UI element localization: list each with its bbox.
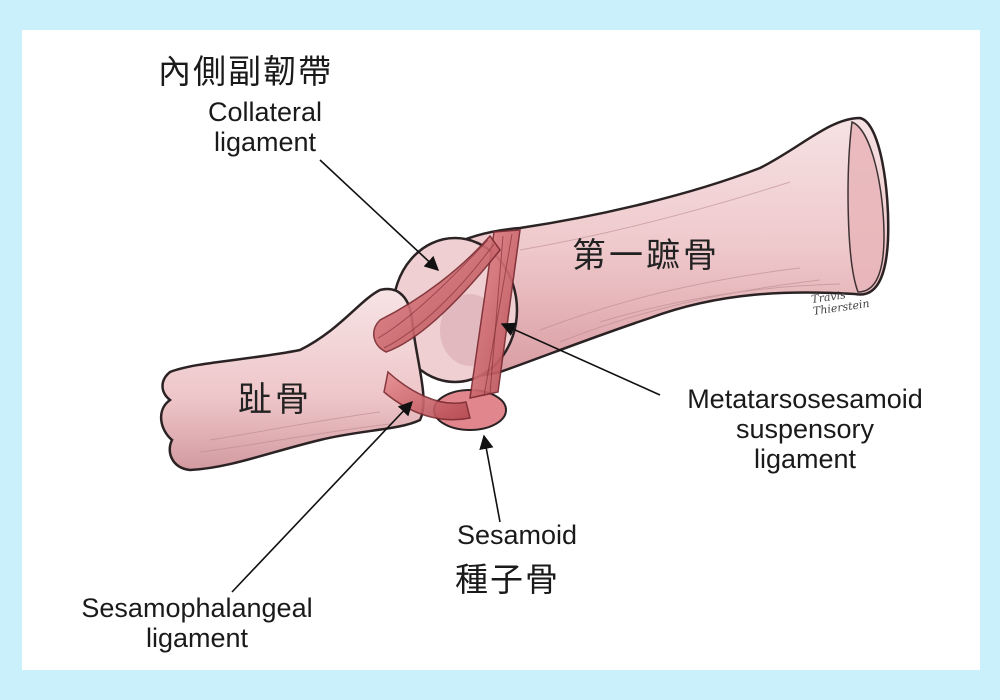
suspensory-ligament-label: Metatarsosesamoid suspensory ligament — [655, 384, 955, 475]
sesamophalangeal-pointer — [231, 400, 413, 593]
sesamoid-zh-label: 種子骨 — [455, 560, 560, 599]
first-metatarsal-label: 第一蹠骨 — [572, 236, 720, 276]
sesamoid-en-label: Sesamoid — [456, 520, 578, 550]
phalanx-shading — [199, 411, 391, 453]
suspensory-label-line1: Metatarsosesamoid — [687, 384, 923, 414]
sesamophalangeal-label-line1: Sesamophalangeal — [81, 593, 313, 623]
collateral-pointer — [319, 159, 440, 271]
metatarsal-shading — [519, 181, 841, 343]
metatarsal-base-end — [847, 120, 885, 293]
collateral-ligament-zh-label: 內側副韌帶 — [158, 52, 333, 91]
collateral-label-line2: ligament — [213, 127, 317, 158]
phalanx-label: 趾骨 — [238, 380, 312, 420]
sesamoid-pointer — [479, 434, 501, 523]
proximal-phalanx-bone — [160, 287, 425, 472]
collateral-ligament-en-label: Collateral ligament — [190, 97, 340, 157]
collateral-ligament — [373, 234, 501, 353]
suspensory-label-line3: ligament — [753, 444, 857, 475]
suspensory-pointer — [500, 322, 661, 396]
suspensory-label-line2: suspensory — [735, 414, 875, 445]
sesamophalangeal-label-line2: ligament — [145, 623, 249, 654]
collateral-label-line1: Collateral — [207, 97, 323, 127]
sesamophalangeal-ligament-label: Sesamophalangeal ligament — [42, 593, 352, 653]
suspensory-ligament — [469, 229, 521, 399]
